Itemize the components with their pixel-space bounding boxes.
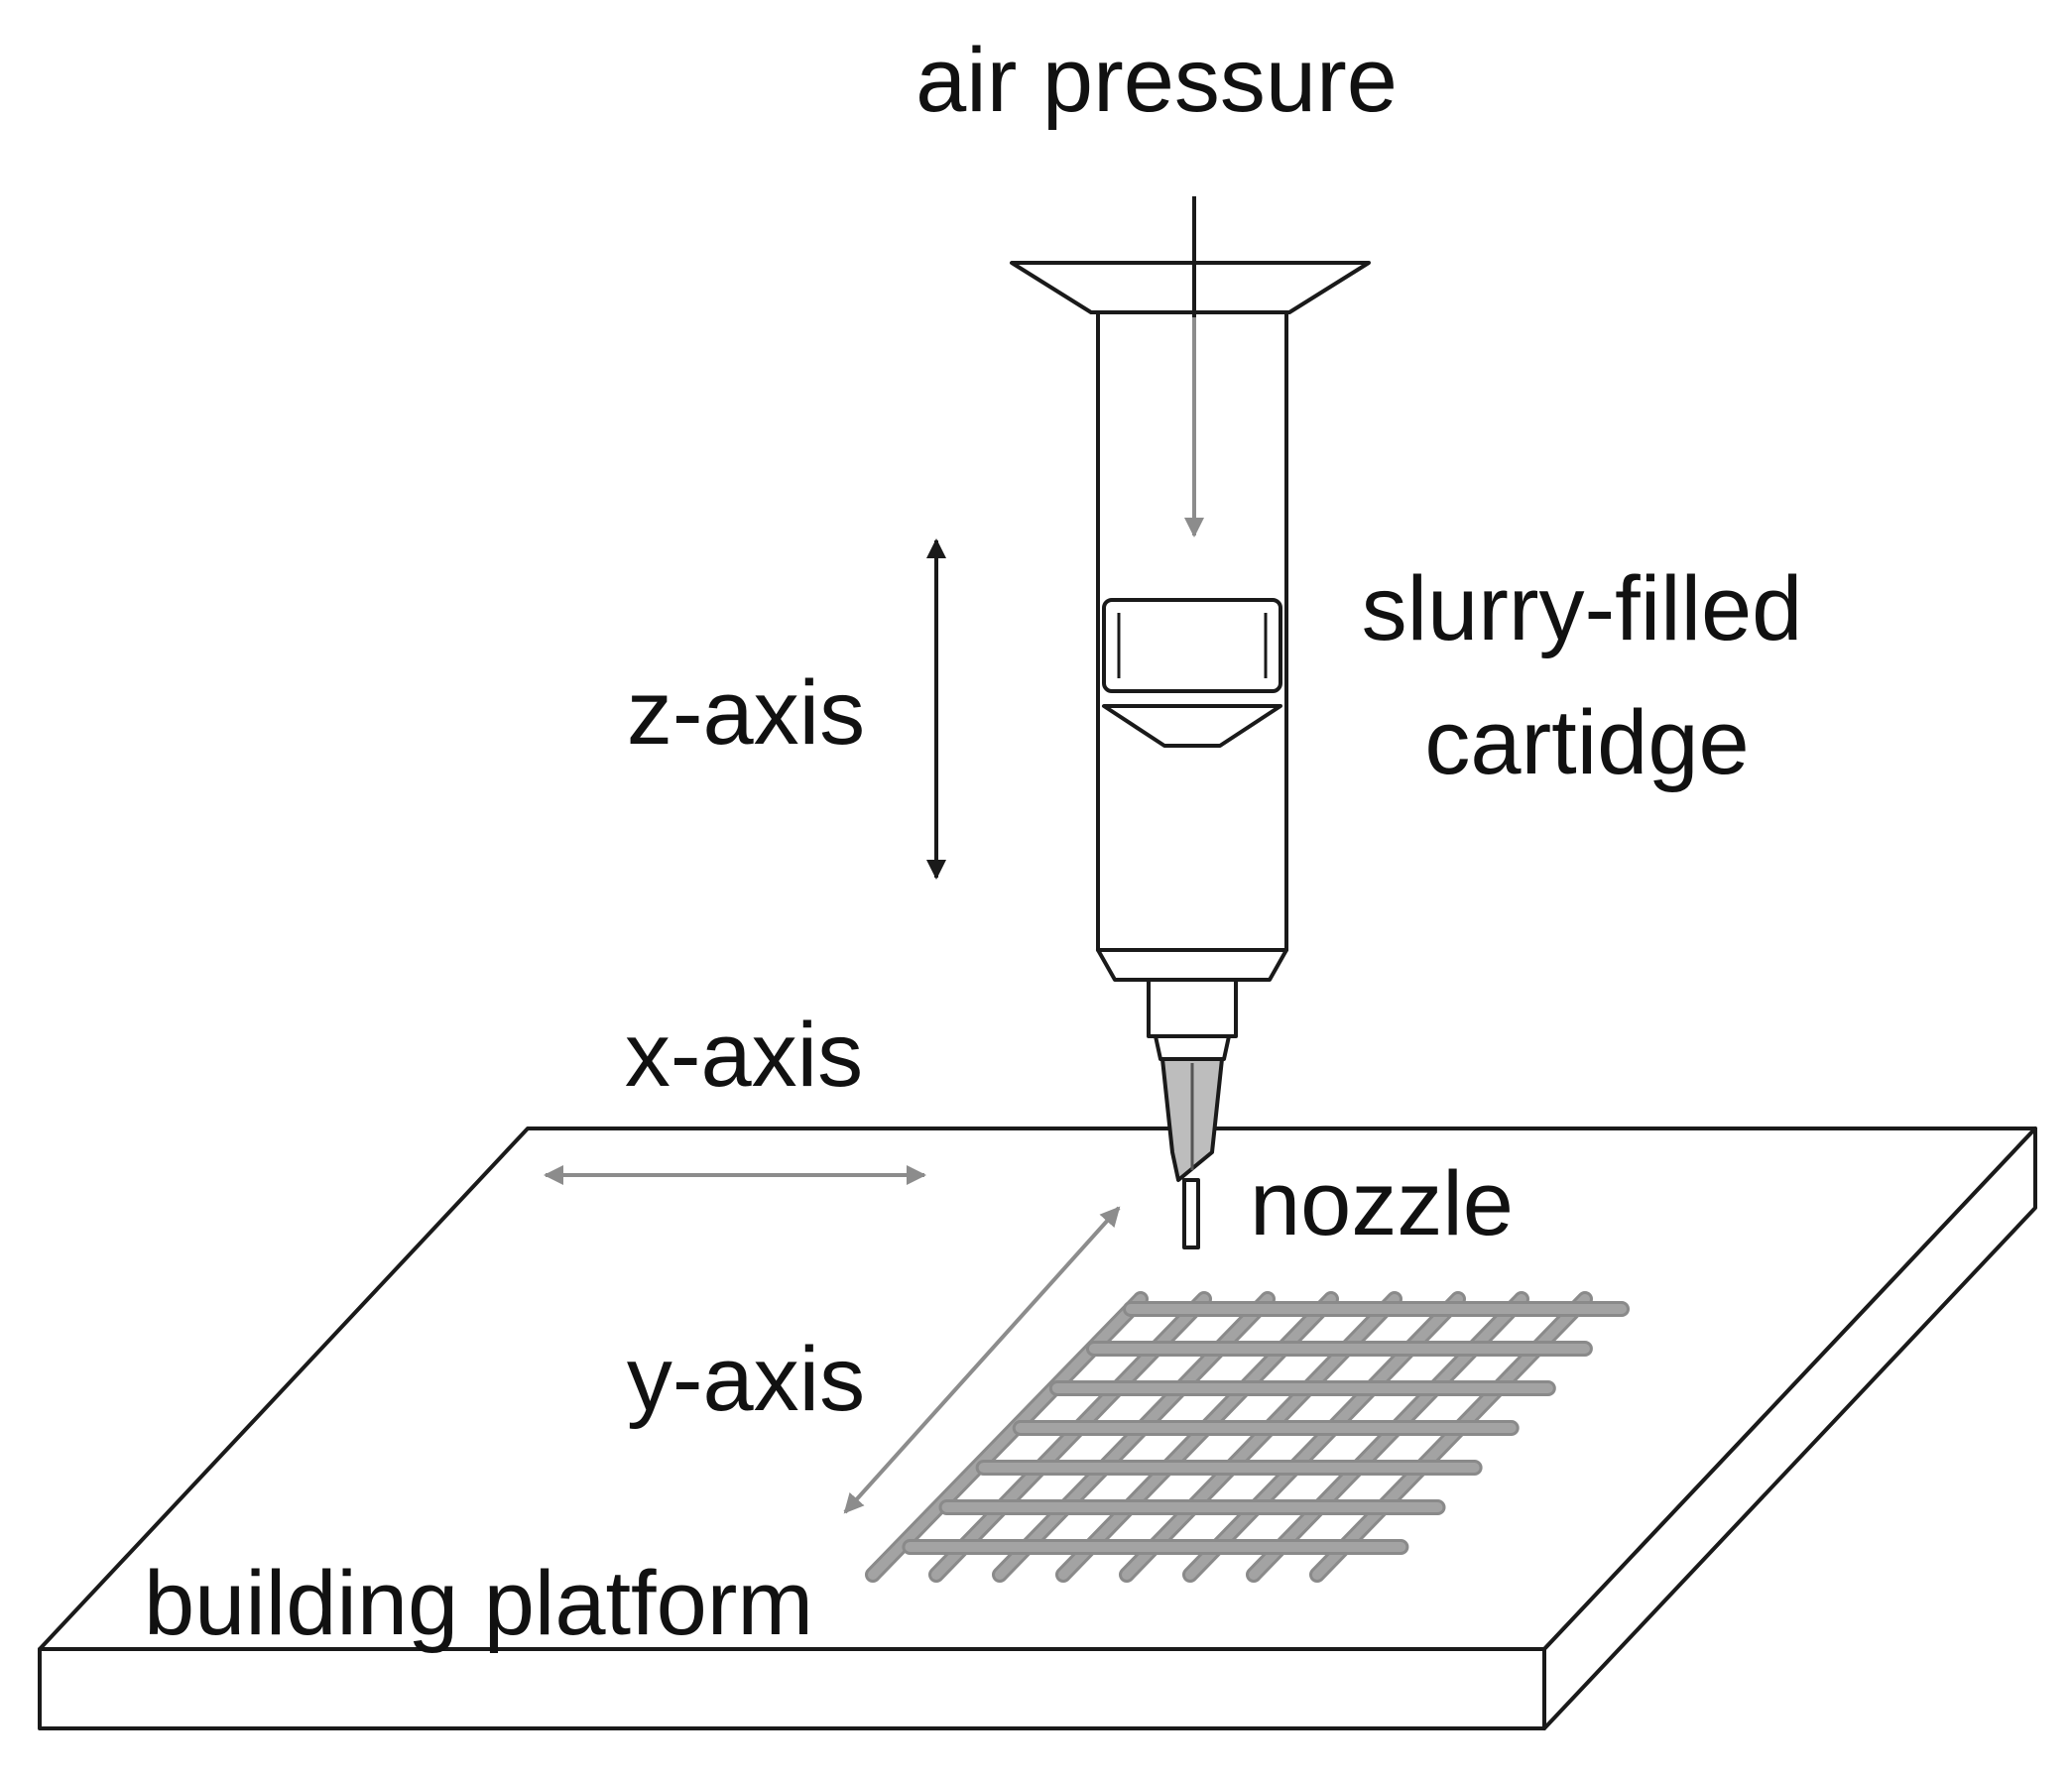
cartridge-barrel-base <box>1096 948 1288 982</box>
nozzle-label: nozzle <box>1250 1153 1514 1254</box>
cartridge-flange <box>1010 261 1371 314</box>
cartridge-label-line2: cartidge <box>1424 692 1749 793</box>
plunger-piston <box>1102 598 1282 693</box>
cartridge-label-line1: slurry-filled <box>1362 558 1803 659</box>
slurry-cartridge <box>1010 261 1371 1249</box>
y-axis-arrow <box>843 1206 1121 1514</box>
platform-side-face <box>1542 1127 2037 1730</box>
building-platform-label: building platform <box>144 1553 813 1654</box>
air-pressure-label: air pressure <box>915 30 1398 131</box>
plunger-cone <box>1102 704 1282 748</box>
printed-lattice-scaffold <box>865 1291 1630 1583</box>
luer-lock-hub <box>1147 978 1238 1038</box>
hub-collar <box>1154 1034 1231 1061</box>
y-axis-label: y-axis <box>627 1329 865 1430</box>
z-axis-label: z-axis <box>627 662 865 764</box>
platform-front-face <box>38 1647 1546 1730</box>
x-axis-label: x-axis <box>625 1005 863 1106</box>
nozzle-tip <box>1182 1178 1200 1249</box>
